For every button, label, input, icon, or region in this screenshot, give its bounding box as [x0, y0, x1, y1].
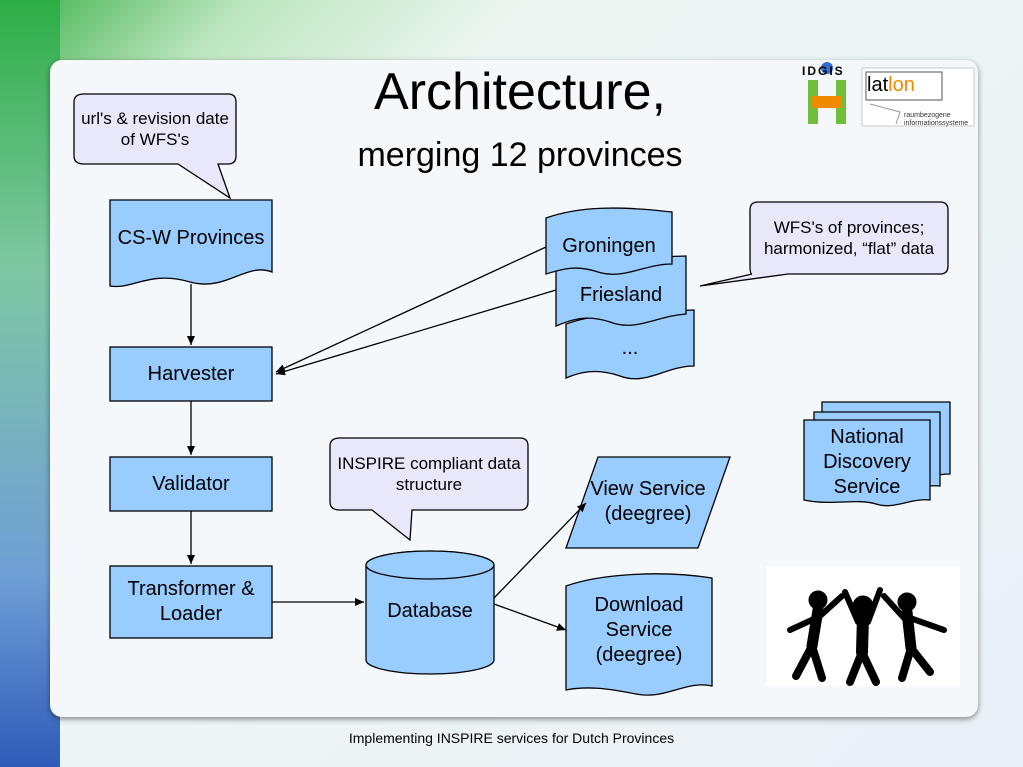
- national-discovery-doc-front: [803, 419, 931, 507]
- transformer-loader-label: Transformer & Loader: [127, 578, 255, 625]
- callout-wfs-provinces: [699, 201, 949, 287]
- view-service-shape: [565, 456, 731, 549]
- download-service-shape: [565, 573, 713, 696]
- transformer-box: [109, 565, 273, 639]
- callout-inspire-text: INSPIRE compliant data structure: [337, 454, 521, 494]
- slide-footer: Implementing INSPIRE services for Dutch …: [348, 730, 675, 746]
- friesland-label: Friesland: [579, 283, 663, 306]
- idgis-logo-text: IDGIS: [802, 64, 845, 78]
- csw-document-shape: [109, 199, 273, 288]
- callout-wfs-urls-text: url's & revision date of WFS's: [81, 109, 229, 149]
- callout-inspire: [329, 437, 529, 542]
- latlon-logo-subtitle: raumbezogene informationssysteme: [904, 112, 969, 127]
- harvester-label: Harvester: [147, 362, 235, 385]
- more-provinces-label: ...: [621, 336, 639, 359]
- idgis-logo: [808, 62, 846, 124]
- groningen-label: Groningen: [562, 234, 656, 257]
- validator-label: Validator: [152, 472, 230, 495]
- latlon-logo-text: latlon: [867, 74, 915, 96]
- latlon-logo: [861, 67, 975, 127]
- callout-wfs-provinces-text: WFS's of provinces; harmonized, “flat” d…: [763, 218, 935, 258]
- slide-subtitle: merging 12 provinces: [357, 136, 683, 174]
- national-discovery-label: National Discovery Service: [823, 425, 911, 498]
- download-service-label: Download Service (deegree): [594, 593, 684, 666]
- callout-wfs-urls: [73, 93, 237, 200]
- database-label: Database: [387, 599, 473, 622]
- slide-title: Architecture,: [374, 63, 666, 121]
- csw-provinces-label: CS-W Provinces: [117, 226, 265, 249]
- groningen-doc: [545, 207, 673, 275]
- people-clipart: [787, 587, 947, 686]
- view-service-label: View Service (deegree): [590, 478, 706, 525]
